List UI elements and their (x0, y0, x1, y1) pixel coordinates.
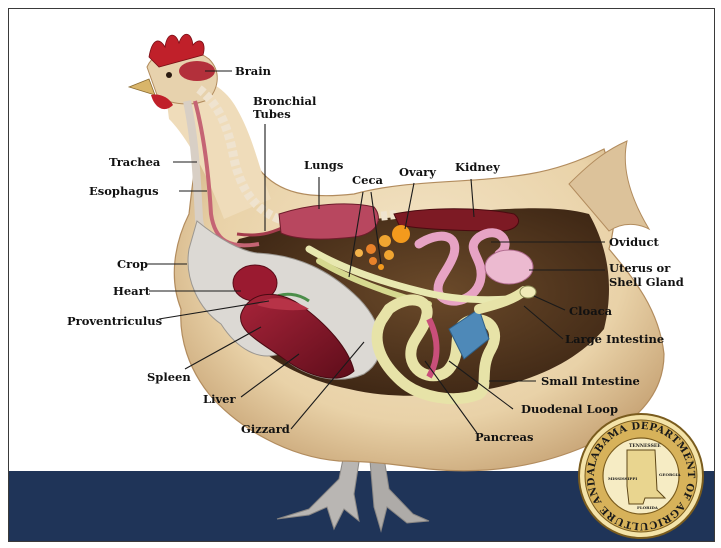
label-uterus-2: Shell Gland (609, 275, 684, 289)
label-small-intestine: Small Intestine (541, 374, 640, 388)
label-oviduct: Oviduct (609, 235, 659, 249)
label-heart: Heart (113, 284, 151, 298)
cloaca (520, 286, 536, 298)
label-brain: Brain (235, 64, 272, 78)
label-trachea: Trachea (109, 155, 161, 169)
label-crop: Crop (117, 257, 148, 271)
label-cloaca: Cloaca (569, 304, 613, 318)
label-ceca: Ceca (352, 173, 383, 187)
label-gizzard: Gizzard (241, 422, 290, 436)
kidney (394, 209, 519, 231)
seal-state-georgia: GEORGIA (659, 472, 682, 477)
slide-frame: Brain Bronchial Tubes Trachea Esophagus … (8, 8, 715, 542)
label-large-intestine: Large Intestine (565, 332, 664, 346)
label-uterus-1: Uterus or (609, 261, 671, 275)
label-lungs: Lungs (304, 158, 343, 172)
seal-state-tennessee: TENNESSEE (629, 443, 661, 449)
label-esophagus: Esophagus (89, 184, 159, 198)
label-bronchial-1: Bronchial (253, 94, 317, 108)
label-spleen: Spleen (147, 370, 191, 384)
label-duodenal-loop: Duodenal Loop (521, 402, 618, 416)
label-ovary: Ovary (399, 165, 436, 179)
label-bronchial-2: Tubes (253, 107, 291, 121)
seal-state-mississippi: MISSISSIPPI (608, 476, 637, 481)
label-liver: Liver (203, 392, 236, 406)
uterus-shell-gland (485, 250, 533, 284)
label-pancreas: Pancreas (475, 430, 533, 444)
seal-state-florida: FLORIDA (637, 505, 659, 510)
chicken-anatomy-diagram: Brain Bronchial Tubes Trachea Esophagus … (9, 9, 714, 541)
label-kidney: Kidney (455, 160, 500, 174)
label-proventriculus: Proventriculus (67, 314, 162, 328)
alabama-seal: ALABAMA DEPARTMENT OF AGRICULTURE AND IN… (579, 414, 703, 538)
